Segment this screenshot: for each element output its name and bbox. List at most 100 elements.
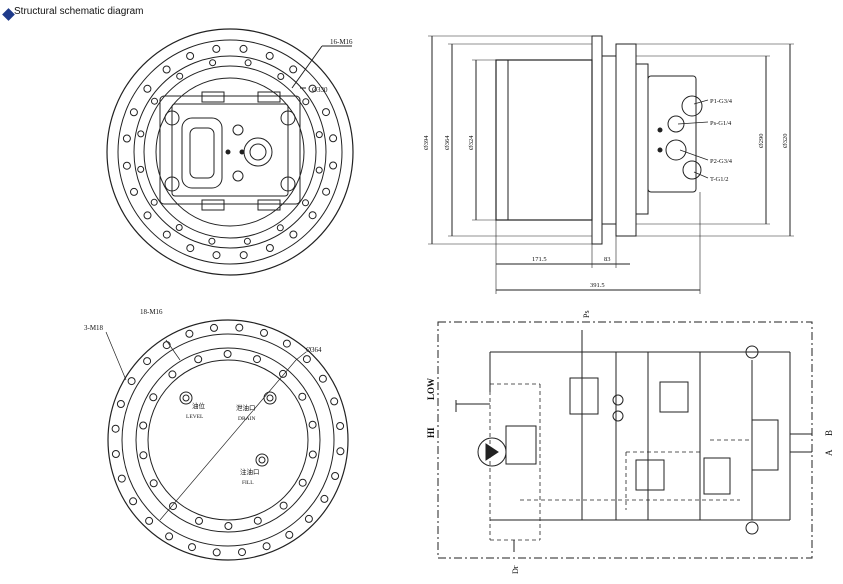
bolt-hole [212,251,221,260]
bolt-hole [315,131,323,139]
bolt-hole [253,355,261,364]
bolt-hole [224,522,233,530]
bolt-hole [318,374,327,383]
bolt-hole [282,339,291,348]
bolt-hole [308,450,317,459]
bolt-hole [279,501,288,510]
side-dia-large: Ø394 [423,135,430,150]
front-view [106,28,354,276]
bolt-hole [175,224,183,231]
rear-outer-bolt-circle [111,323,345,557]
bolt-hole [265,244,274,252]
rear-inner-bolt-circle [139,350,317,530]
bolt-hole [330,397,339,406]
bolt-hole [262,542,271,551]
bolt-hole [289,230,298,239]
bolt-hole [111,450,120,458]
bolt-hole [279,369,287,378]
bolt-hole [239,251,248,260]
bolt-hole [130,187,138,196]
speed-hi-label: HI [426,427,436,438]
speed-low-label: LOW [426,378,436,400]
front-motor-block [159,91,301,211]
bolt-hole [289,65,298,74]
bolt-hole [149,479,158,488]
bolt-hole [320,494,329,503]
rear-view-labels: 3-M18 18-M16 Ø364 油位 LEVEL 泄油口 DRAIN 注油口… [84,308,322,486]
bolt-hole [302,199,309,207]
bolt-hole [322,108,330,117]
port-a-label: A [824,449,834,456]
bolt-hole [116,400,125,408]
front-outer-bolt-circle [122,44,338,260]
side-dia-pilot: Ø324 [468,135,475,150]
bolt-hole [149,393,158,402]
bolt-hole [212,44,221,53]
hydraulic-labels: Ps Dr HI LOW A B [426,310,834,574]
bolt-hole [186,52,195,60]
bolt-hole [304,514,313,523]
bolt-hole [162,65,171,74]
bolt-hole [329,161,338,170]
bolt-hole [235,323,244,332]
bolt-hole [162,230,171,239]
bolt-hole [111,424,120,433]
bolt-hole [243,237,251,245]
bolt-hole [308,211,317,220]
rear-pcd-callout: Ø364 [306,346,322,354]
bolt-hole [336,447,345,456]
bolt-hole [223,350,232,358]
drain-label-en: DRAIN [238,416,255,422]
bolt-hole [186,244,195,253]
bolt-hole [298,478,307,487]
bolt-hole [298,392,307,401]
bolt-hole [253,516,262,525]
bolt-hole [122,134,131,143]
bolt-hole [117,474,126,483]
bolt-hole [151,97,158,105]
bolt-hole [208,237,216,245]
bolt-hole [265,51,274,60]
bolt-hole [165,532,174,541]
bolt-hole [331,472,340,480]
bolt-hole [143,84,152,93]
bolt-hole [322,187,331,196]
side-view [428,35,794,294]
bolt-hole [194,355,203,364]
bolt-hole [137,165,145,173]
bolt-hole [276,224,284,232]
port-dr-label: Dr [511,565,520,574]
rear-hole-callout: 3-M18 [84,324,104,332]
rear-view [105,319,349,561]
bolt-hole [139,451,148,460]
hydraulic-schematic [437,321,813,559]
bolt-hole [188,543,196,552]
bolt-hole [195,516,203,525]
front-bolt-callout: 16-M16 [330,38,353,46]
side-dim-total: 391.5 [590,282,605,289]
level-label-cn: 油位 [192,401,206,410]
rear-bolt-callout: 18-M16 [140,308,163,316]
port-label-t: T-G1/2 [710,176,729,183]
bolt-hole [209,59,217,67]
bolt-hole [239,44,248,53]
bolt-hole [127,377,136,386]
port-label-ps: Ps-G1/4 [710,120,732,127]
bolt-hole [210,323,218,332]
port-ps-label: Ps [582,310,591,318]
bolt-hole [129,497,138,506]
bolt-hole [169,502,177,511]
front-inner-bolt-circle [137,59,323,245]
page-title: Structural schematic diagram [14,6,144,17]
side-dia-right-2: Ø320 [782,134,789,148]
bolt-hole [145,516,154,525]
page-header: Structural schematic diagram [0,4,200,24]
side-view-labels: Ø394 Ø364 Ø324 Ø290 Ø320 171.5 83 391.5 … [423,98,789,289]
bolt-hole [122,161,131,170]
bolt-hole [139,421,148,430]
port-b-label: B [824,430,834,436]
bolt-hole [302,98,310,106]
side-dia-mid: Ø364 [444,135,451,150]
bolt-hole [129,108,138,117]
